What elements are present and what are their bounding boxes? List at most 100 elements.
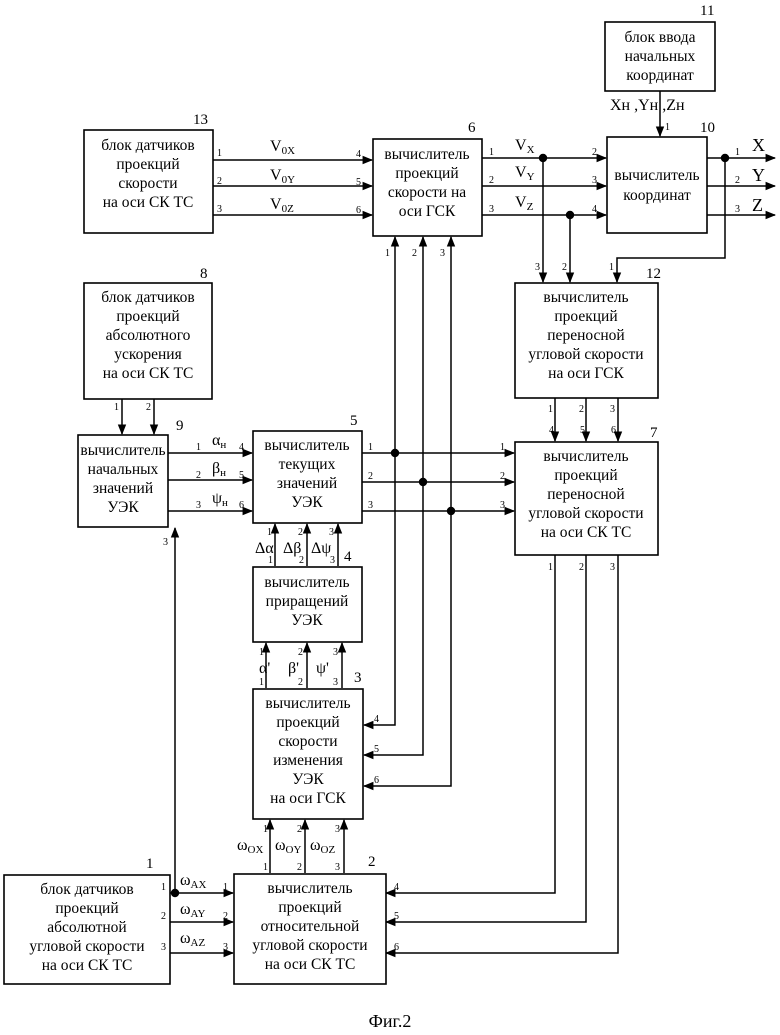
port-number: 2: [297, 824, 302, 835]
port-number: 3: [196, 500, 201, 511]
block-7-line: проекций: [554, 467, 617, 484]
block-6: вычислитель проекций скорости на оси ГСК…: [373, 120, 482, 236]
block-11: блок ввода начальных координат 11: [605, 3, 715, 91]
port-number: 3: [217, 204, 222, 215]
port-number: 3: [735, 204, 740, 215]
block-5-line: вычислитель: [264, 437, 349, 454]
port-number: 2: [223, 911, 228, 922]
signal-v0z: V0Z: [270, 196, 294, 215]
signal-beta-dot: β': [288, 660, 299, 677]
port-number: 1: [196, 442, 201, 453]
port-number: 3: [500, 500, 505, 511]
port-number: 5: [356, 177, 361, 188]
block-3-line: на оси ГСК: [270, 790, 346, 807]
block-8-line: блок датчиков: [101, 289, 194, 306]
block-3: вычислитель проекций скорости изменения …: [253, 670, 363, 819]
block-5-line: значений: [277, 475, 337, 492]
block-10: вычислитель координат 10: [607, 120, 715, 233]
port-number: 1: [385, 248, 390, 259]
port-number: 1: [665, 122, 670, 133]
block-11-line: координат: [626, 67, 694, 84]
port-number: 2: [299, 555, 304, 566]
block-1-line: абсолютной: [47, 919, 126, 936]
block-7: вычислитель проекций переносной угловой …: [515, 425, 658, 555]
port-number: 6: [611, 425, 616, 436]
port-number: 5: [580, 425, 585, 436]
port-number: 1: [268, 555, 273, 566]
port-number: 1: [259, 647, 264, 658]
block-7-number: 7: [650, 425, 658, 441]
block-4-line: вычислитель: [264, 574, 349, 591]
port-number: 6: [374, 775, 379, 786]
block-11-line: начальных: [625, 48, 696, 65]
block-13-line: скорости: [118, 175, 177, 192]
signal-v0y: V0Y: [270, 167, 295, 186]
port-number: 2: [735, 175, 740, 186]
block-8-line: ускорения: [114, 346, 181, 363]
output-y: Y: [752, 165, 765, 185]
port-number: 3: [610, 562, 615, 573]
output-z: Z: [752, 195, 763, 215]
signal-alpha-dot: α': [259, 660, 270, 677]
block-2-line: угловой скорости: [252, 937, 367, 954]
port-number: 1: [259, 677, 264, 688]
port-number: 2: [298, 647, 303, 658]
port-number: 3: [610, 404, 615, 415]
signal-alpha-n: αн: [212, 432, 226, 451]
block-5-number: 5: [350, 413, 358, 429]
block-5-line: текущих: [279, 456, 336, 473]
block-6-line: оси ГСК: [399, 203, 456, 220]
block-2-line: относительной: [261, 918, 360, 935]
port-number: 5: [394, 911, 399, 922]
port-number: 2: [217, 176, 222, 187]
port-number: 2: [298, 677, 303, 688]
block-9-number: 9: [176, 418, 184, 434]
block-2-line: проекций: [278, 899, 341, 916]
port-number: 5: [374, 744, 379, 755]
block-3-line: вычислитель: [265, 695, 350, 712]
port-number: 2: [368, 471, 373, 482]
port-number: 1: [263, 862, 268, 873]
block-8-line: абсолютного: [106, 327, 191, 344]
port-number: 3: [592, 175, 597, 186]
port-number: 5: [239, 470, 244, 481]
port-number: 2: [146, 402, 151, 413]
block-1: блок датчиков проекций абсолютной углово…: [4, 856, 170, 984]
block-6-number: 6: [468, 120, 476, 136]
block-12-line: угловой скорости: [528, 346, 643, 363]
block-9-line: начальных: [88, 461, 159, 478]
port-number: 3: [163, 537, 168, 548]
block-8-line: на оси СК ТС: [103, 365, 194, 382]
port-number: 2: [579, 404, 584, 415]
block-1-line: проекций: [55, 900, 118, 917]
port-number: 3: [333, 647, 338, 658]
block-10-number: 10: [700, 120, 715, 136]
block-3-line: УЭК: [292, 771, 324, 788]
port-number: 2: [562, 262, 567, 273]
block-9-line: вычислитель: [80, 442, 165, 459]
port-number: 4: [592, 204, 597, 215]
block-13-line: блок датчиков: [101, 137, 194, 154]
port-number: 4: [239, 442, 244, 453]
port-number: 3: [330, 555, 335, 566]
port-number: 2: [489, 175, 494, 186]
signal-w-oz: ωOZ: [310, 837, 335, 856]
signal-v0x: V0X: [270, 138, 295, 157]
block-12-line: вычислитель: [543, 289, 628, 306]
block-2: вычислитель проекций относительной углов…: [234, 854, 386, 984]
port-number: 3: [440, 248, 445, 259]
port-number: 2: [196, 470, 201, 481]
block-11-number: 11: [700, 3, 714, 19]
figure-caption: Фиг.2: [369, 1011, 412, 1031]
block-9-line: УЭК: [107, 499, 139, 516]
block-2-number: 2: [368, 854, 376, 870]
block-2-line: на оси СК ТС: [265, 956, 356, 973]
port-number: 2: [161, 911, 166, 922]
block-8-number: 8: [200, 266, 208, 282]
signal-psi-dot: ψ': [316, 660, 329, 677]
block-7-line: на оси СК ТС: [541, 524, 632, 541]
port-number: 4: [356, 149, 361, 160]
port-number: 3: [223, 942, 228, 953]
block-12-line: на оси ГСК: [548, 365, 624, 382]
port-number: 1: [548, 404, 553, 415]
